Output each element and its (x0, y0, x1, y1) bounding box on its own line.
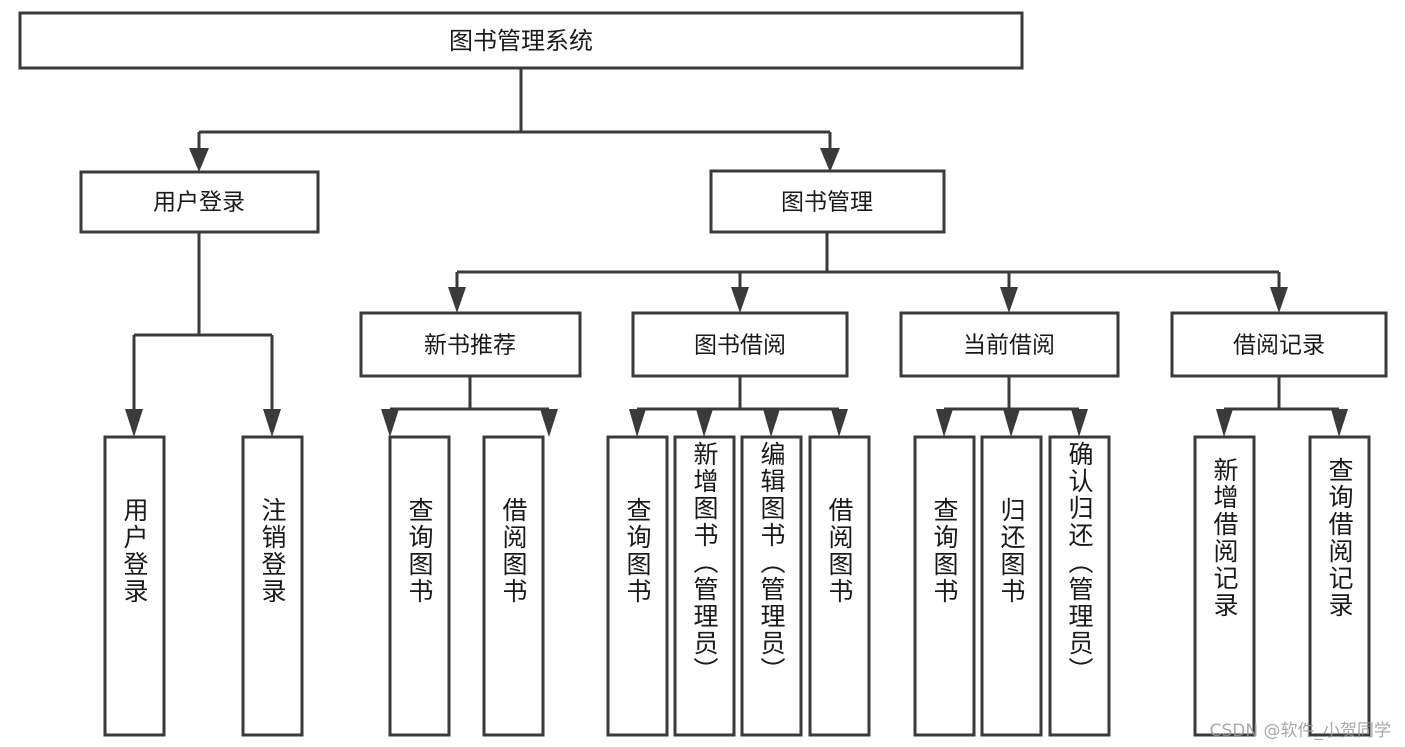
node-current-borrow[interactable]: 当前借阅 (899, 311, 1120, 378)
leaf-box-book-borrow-1[interactable] (673, 435, 736, 737)
arrowhead-l3-2 (1000, 287, 1018, 313)
root-node-box[interactable] (18, 11, 1024, 70)
arrowhead-bb-leaf-1 (696, 409, 713, 437)
arrowhead-ul-leaf-1 (263, 409, 281, 437)
node-user-login[interactable]: 用户登录 (79, 170, 320, 234)
leaf-box-new-book-recommend-1[interactable] (482, 435, 545, 737)
book-management-node-label: 图书管理 (781, 190, 873, 216)
leaf-box-book-borrow-3[interactable] (808, 435, 871, 737)
node-new-book-recommend[interactable]: 新书推荐 (359, 311, 582, 378)
arrowhead-bb-leaf-0 (629, 409, 646, 437)
borrow-record-node-box[interactable] (1170, 311, 1388, 378)
arrowhead-l3-1 (731, 287, 749, 313)
leaf-box-current-borrow-2[interactable] (1048, 435, 1111, 737)
leaf-box-book-borrow-2[interactable] (740, 435, 803, 737)
arrowhead-cb-leaf-0 (936, 409, 953, 437)
arrowhead-bb-leaf-2 (763, 409, 780, 437)
arrowhead-book-mgmt (820, 148, 840, 172)
borrow-record-node-label: 借阅记录 (1233, 333, 1325, 359)
arrowhead-ul-leaf-0 (125, 409, 143, 437)
arrowhead-l3-0 (448, 287, 466, 313)
new-book-recommend-node-box[interactable] (359, 311, 582, 378)
arrowhead-user-login (189, 148, 209, 172)
new-book-recommend-node-label: 新书推荐 (424, 333, 516, 359)
node-book-borrow[interactable]: 图书借阅 (631, 311, 849, 378)
arrowhead-l3-3 (1270, 287, 1288, 313)
leaf-box-book-borrow-0[interactable] (606, 435, 669, 737)
book-borrow-node-box[interactable] (631, 311, 849, 378)
arrowhead-bb-leaf-3 (831, 409, 848, 437)
node-book-management[interactable]: 图书管理 (709, 169, 946, 234)
leaf-box-user-login-1[interactable] (241, 435, 304, 737)
arrowhead-nbr-leaf-1 (540, 409, 558, 437)
node-borrow-record[interactable]: 借阅记录 (1170, 311, 1388, 378)
arrowhead-nbr-leaf-0 (381, 409, 399, 437)
book-management-node-box[interactable] (709, 169, 946, 234)
user-login-node-label: 用户登录 (153, 190, 245, 216)
leaf-box-current-borrow-1[interactable] (980, 435, 1043, 737)
root-node-label: 图书管理系统 (449, 27, 593, 55)
leaf-box-borrow-record-0[interactable] (1193, 435, 1256, 737)
current-borrow-node-label: 当前借阅 (963, 333, 1055, 359)
current-borrow-node-box[interactable] (899, 311, 1120, 378)
leaf-box-borrow-record-1[interactable] (1308, 435, 1371, 737)
node-root[interactable]: 图书管理系统 (18, 11, 1024, 70)
arrowhead-br-leaf-0 (1216, 409, 1233, 437)
arrowhead-cb-leaf-2 (1071, 409, 1088, 437)
leaf-box-current-borrow-0[interactable] (913, 435, 976, 737)
leaf-box-new-book-recommend-0[interactable] (388, 435, 451, 737)
arrowhead-br-leaf-1 (1331, 409, 1348, 437)
book-borrow-node-label: 图书借阅 (694, 333, 786, 359)
leaf-box-user-login-0[interactable] (103, 435, 166, 737)
arrowhead-cb-leaf-1 (1003, 409, 1020, 437)
